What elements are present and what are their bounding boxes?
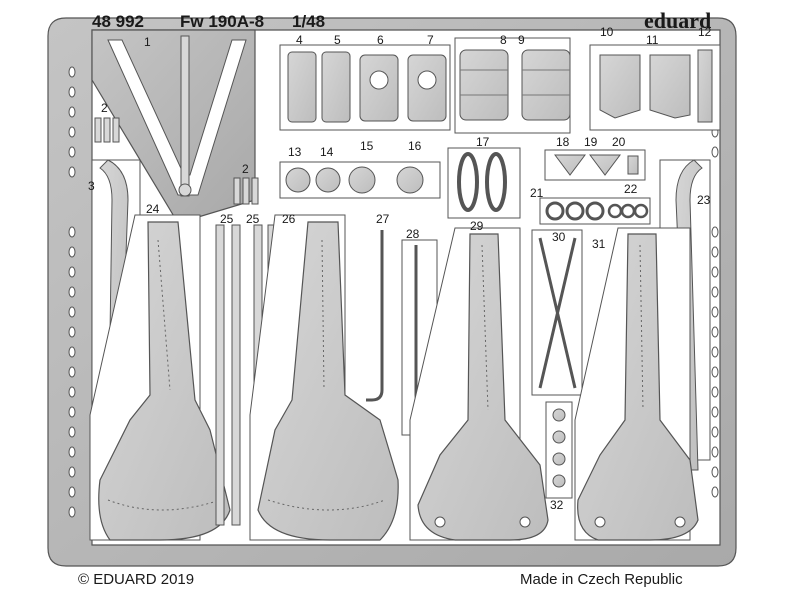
label-part-27: 27 <box>376 212 390 226</box>
part-29 <box>409 227 549 541</box>
parts-10-12 <box>589 44 721 131</box>
parts-21-22 <box>539 197 651 225</box>
brand-logo: eduard <box>644 8 712 33</box>
parts-8-9 <box>454 37 571 134</box>
label-part-8: 8 <box>500 33 507 47</box>
label-part-12: 12 <box>698 25 712 39</box>
label-part-26: 26 <box>282 212 296 226</box>
label-part-20: 20 <box>612 135 626 149</box>
set-number: 48 992 <box>92 12 144 31</box>
part-27 <box>366 230 384 402</box>
part-2b <box>233 177 259 205</box>
label-part-22: 22 <box>624 182 638 196</box>
origin-text: Made in Czech Republic <box>520 571 683 588</box>
label-part-24: 24 <box>146 202 160 216</box>
label-part-13: 13 <box>288 145 302 159</box>
left-rail-holes <box>68 66 76 518</box>
label-part-7: 7 <box>427 33 434 47</box>
part-number-labels: 1 2 2 3 4 5 6 7 8 9 10 11 12 13 14 15 16… <box>88 25 712 512</box>
label-part-15: 15 <box>360 139 374 153</box>
label-part-4: 4 <box>296 33 303 47</box>
label-part-32: 32 <box>550 498 564 512</box>
right-rail-holes <box>711 106 719 498</box>
label-part-9: 9 <box>518 33 525 47</box>
part-26 <box>249 214 399 541</box>
part-1 <box>91 29 256 219</box>
part-24 <box>89 214 231 541</box>
label-part-6: 6 <box>377 33 384 47</box>
label-part-16: 16 <box>408 139 422 153</box>
parts-4-7 <box>279 44 451 131</box>
label-part-2: 2 <box>101 101 108 115</box>
label-part-5: 5 <box>334 33 341 47</box>
label-part-2b: 2 <box>242 162 249 176</box>
label-part-17: 17 <box>476 135 490 149</box>
label-part-29: 29 <box>470 219 484 233</box>
label-part-25: 25 <box>220 212 234 226</box>
label-part-28: 28 <box>406 227 420 241</box>
label-part-18: 18 <box>556 135 570 149</box>
parts-13-16 <box>279 161 441 199</box>
scale-label: 1/48 <box>292 12 326 31</box>
label-part-3: 3 <box>88 179 95 193</box>
part-30 <box>531 229 583 396</box>
copyright-text: © EDUARD 2019 <box>78 571 195 588</box>
label-part-21: 21 <box>530 186 544 200</box>
label-part-25b: 25 <box>246 212 260 226</box>
label-part-10: 10 <box>600 25 614 39</box>
label-part-11: 11 <box>646 33 659 47</box>
parts-18-20 <box>544 149 646 181</box>
label-part-14: 14 <box>320 145 334 159</box>
label-part-23: 23 <box>697 193 711 207</box>
part-32 <box>545 401 573 499</box>
label-part-31: 31 <box>592 237 606 251</box>
label-part-19: 19 <box>584 135 598 149</box>
label-part-30: 30 <box>552 230 566 244</box>
part-17 <box>447 147 521 219</box>
part-31 <box>574 227 699 541</box>
aircraft-name: Fw 190A-8 <box>180 12 265 31</box>
label-part-1: 1 <box>144 35 151 49</box>
part-2 <box>94 117 120 143</box>
